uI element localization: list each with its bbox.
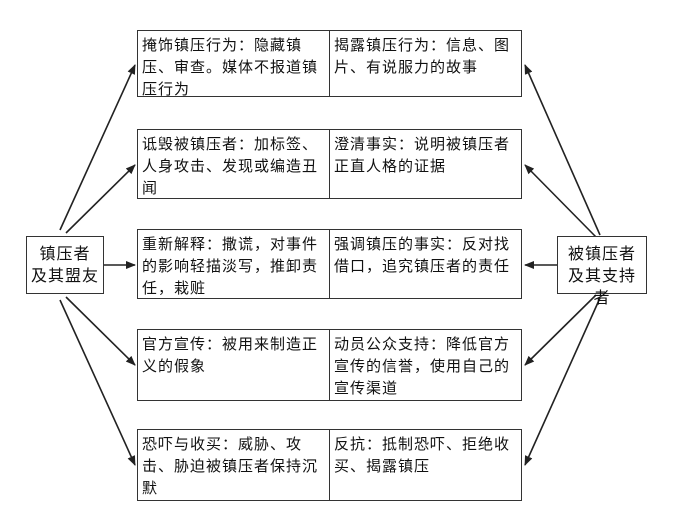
arrow-left-to-row-2	[65, 164, 136, 234]
oppressed-label-line1: 被镇压者	[567, 244, 636, 263]
tactic-row-1: 掩饰镇压行为：隐藏镇压、审查。媒体不报道镇压行为 揭露镇压行为：信息、图片、有说…	[137, 30, 522, 97]
counter-tactic-3: 强调镇压的事实：反对找借口，追究镇压者的责任	[334, 235, 511, 275]
arrow-right-to-row-1	[524, 64, 601, 236]
oppressor-tactic-1: 掩饰镇压行为：隐藏镇压、审查。媒体不报道镇压行为	[138, 31, 330, 96]
arrow-left-to-row-4	[65, 296, 136, 366]
oppressor-tactic-3: 重新解释：撒谎，对事件的影响轻描淡写，推卸责任，栽赃	[138, 230, 330, 298]
counter-tactic-2: 澄清事实：说明被镇压者正直人格的证据	[334, 135, 511, 175]
oppressor-tactic-5: 恐吓与收买：威胁、攻击、胁迫被镇压者保持沉默	[138, 430, 330, 500]
counter-tactic-1: 揭露镇压行为：信息、图片、有说服力的故事	[334, 36, 511, 76]
arrow-right-to-row-4	[524, 294, 597, 366]
oppressor-tactic-4: 官方宣传：被用来制造正义的假象	[138, 330, 330, 400]
tactic-row-2: 诋毁被镇压者：加标签、人身攻击、发现或编造丑闻 澄清事实：说明被镇压者正直人格的…	[137, 129, 522, 199]
tactic-row-3: 重新解释：撒谎，对事件的影响轻描淡写，推卸责任，栽赃 强调镇压的事实：反对找借口…	[137, 229, 522, 299]
oppressed-label-line2: 及其支持者	[567, 266, 636, 307]
oppressor-box: 镇压者 及其盟友	[26, 236, 104, 294]
arrow-left-to-row-1	[59, 64, 136, 231]
oppressor-label-line1: 镇压者	[39, 244, 91, 263]
tactic-row-5: 恐吓与收买：威胁、攻击、胁迫被镇压者保持沉默 反抗：抵制恐吓、拒绝收买、揭露镇压	[137, 429, 522, 501]
counter-tactic-4: 动员公众支持：降低官方宣传的信誉，使用自己的宣传渠道	[334, 335, 511, 397]
arrow-right-to-row-2	[524, 164, 597, 238]
oppressor-tactic-2: 诋毁被镇压者：加标签、人身攻击、发现或编造丑闻	[138, 130, 330, 198]
oppressor-label-line2: 及其盟友	[31, 266, 100, 285]
counter-tactic-5: 反抗：抵制恐吓、拒绝收买、揭露镇压	[334, 435, 511, 475]
oppressed-box: 被镇压者 及其支持者	[557, 236, 647, 307]
tactic-row-4: 官方宣传：被用来制造正义的假象 动员公众支持：降低官方宣传的信誉，使用自己的宣传…	[137, 329, 522, 401]
arrow-right-to-row-5	[524, 297, 601, 466]
arrow-left-to-row-5	[59, 299, 136, 466]
